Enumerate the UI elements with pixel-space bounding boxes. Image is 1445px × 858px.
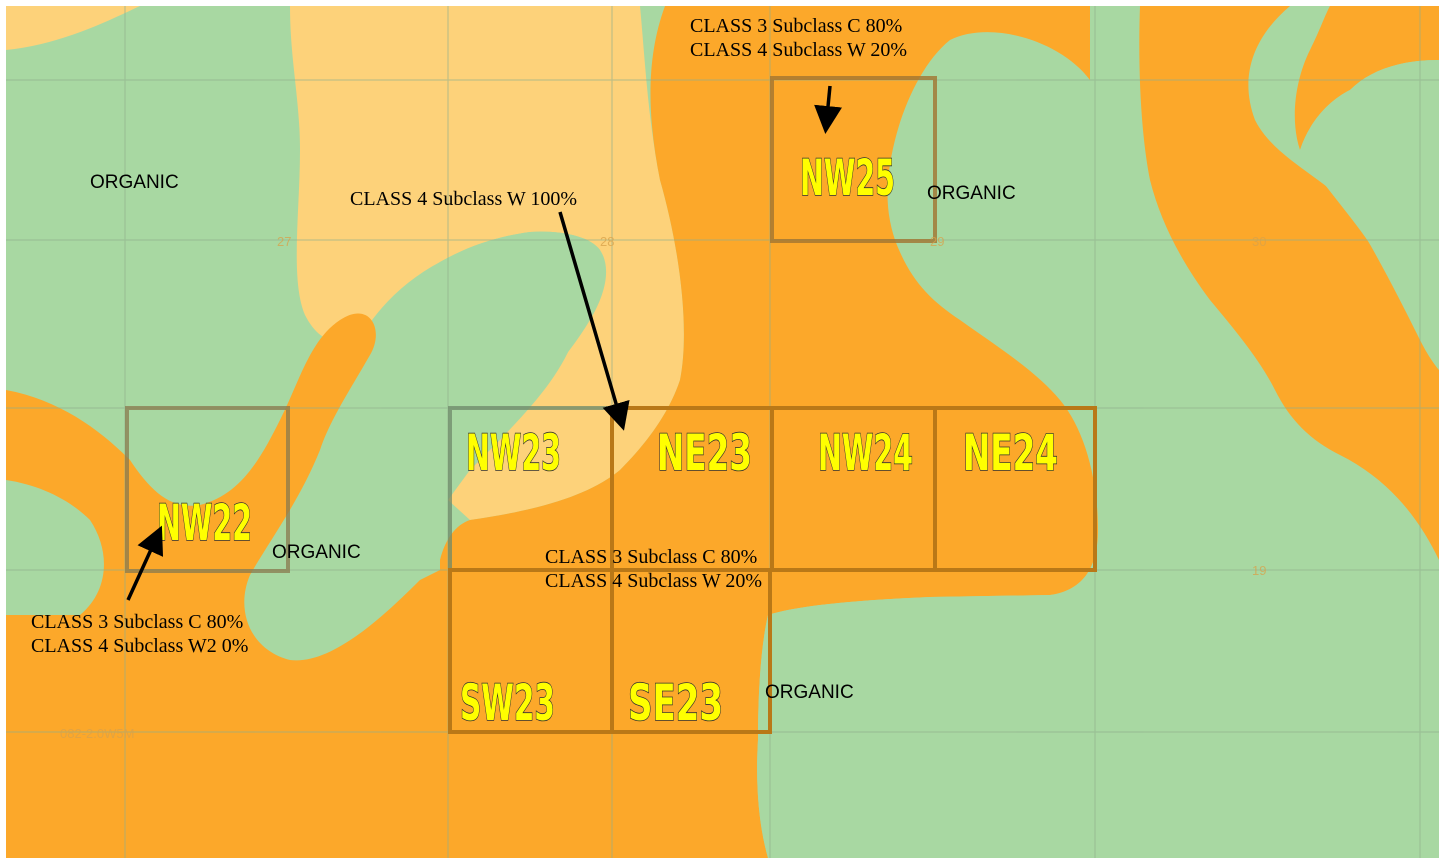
township-label: 082-2.0W5M [60, 726, 134, 741]
map-section-number: 27 [277, 234, 291, 249]
class3-area-left-notch [6, 480, 104, 615]
annotation-arrows [126, 85, 842, 601]
section-label-nw23: NW23 [466, 424, 561, 482]
organic-label-bottom: ORGANIC [765, 682, 854, 703]
annotation-line: CLASS 4 Subclass W2 0% [31, 635, 249, 657]
class3-area-center [440, 6, 1098, 858]
annotation-middle: CLASS 3 Subclass C 80% CLASS 4 Subclass … [545, 545, 762, 593]
class3-area-top-right [1294, 6, 1439, 150]
class3-area-left [6, 313, 440, 858]
organic-area-bottom-right [757, 593, 1439, 858]
class4-area-corridor [290, 6, 684, 520]
section-label-se23: SE23 [628, 674, 723, 732]
section-label-nw25: NW25 [800, 149, 895, 207]
annotation-line: CLASS 4 Subclass W 20% [545, 570, 763, 592]
map-section-number: 19 [1252, 563, 1266, 578]
annotation-line: CLASS 4 Subclass W 20% [690, 39, 908, 61]
annotation-line: CLASS 4 Subclass W 100% [350, 188, 578, 210]
section-box-nw22 [125, 406, 290, 573]
section-box-nw25 [770, 76, 937, 243]
arrow-to-nw22 [126, 525, 164, 601]
map-section-number: 29 [930, 234, 944, 249]
annotation-line: CLASS 3 Subclass C 80% [690, 15, 903, 37]
class4-area-top-left [6, 6, 140, 50]
organic-label-top-left: ORGANIC [90, 172, 179, 193]
class3-area-right-band [1139, 6, 1439, 560]
annotation-line: CLASS 3 Subclass C 80% [545, 546, 758, 568]
annotation-top: CLASS 3 Subclass C 80% CLASS 4 Subclass … [690, 14, 907, 62]
section-label-ne24: NE24 [963, 424, 1058, 482]
section-label-nw22: NW22 [157, 494, 252, 552]
section-box-ne24 [933, 406, 1097, 572]
map-section-number: 28 [600, 234, 614, 249]
annotation-bottom-left: CLASS 3 Subclass C 80% CLASS 4 Subclass … [31, 610, 248, 658]
map-section-number: 30 [1252, 234, 1266, 249]
section-borders [125, 76, 1097, 734]
arrow-to-corridor [558, 211, 630, 431]
organic-area-right-lobe [1300, 60, 1439, 370]
section-label-sw23: SW23 [460, 674, 555, 732]
annotation-center: CLASS 4 Subclass W 100% [350, 187, 577, 211]
section-label-ne23: NE23 [657, 424, 752, 482]
section-box-se23 [610, 568, 772, 734]
arrow-to-nw25 [814, 85, 842, 134]
organic-label-middle-left: ORGANIC [272, 542, 361, 563]
section-label-nw24: NW24 [818, 424, 913, 482]
annotation-line: CLASS 3 Subclass C 80% [31, 611, 244, 633]
organic-label-top-right: ORGANIC [927, 183, 1016, 204]
organic-area-island [420, 231, 607, 455]
